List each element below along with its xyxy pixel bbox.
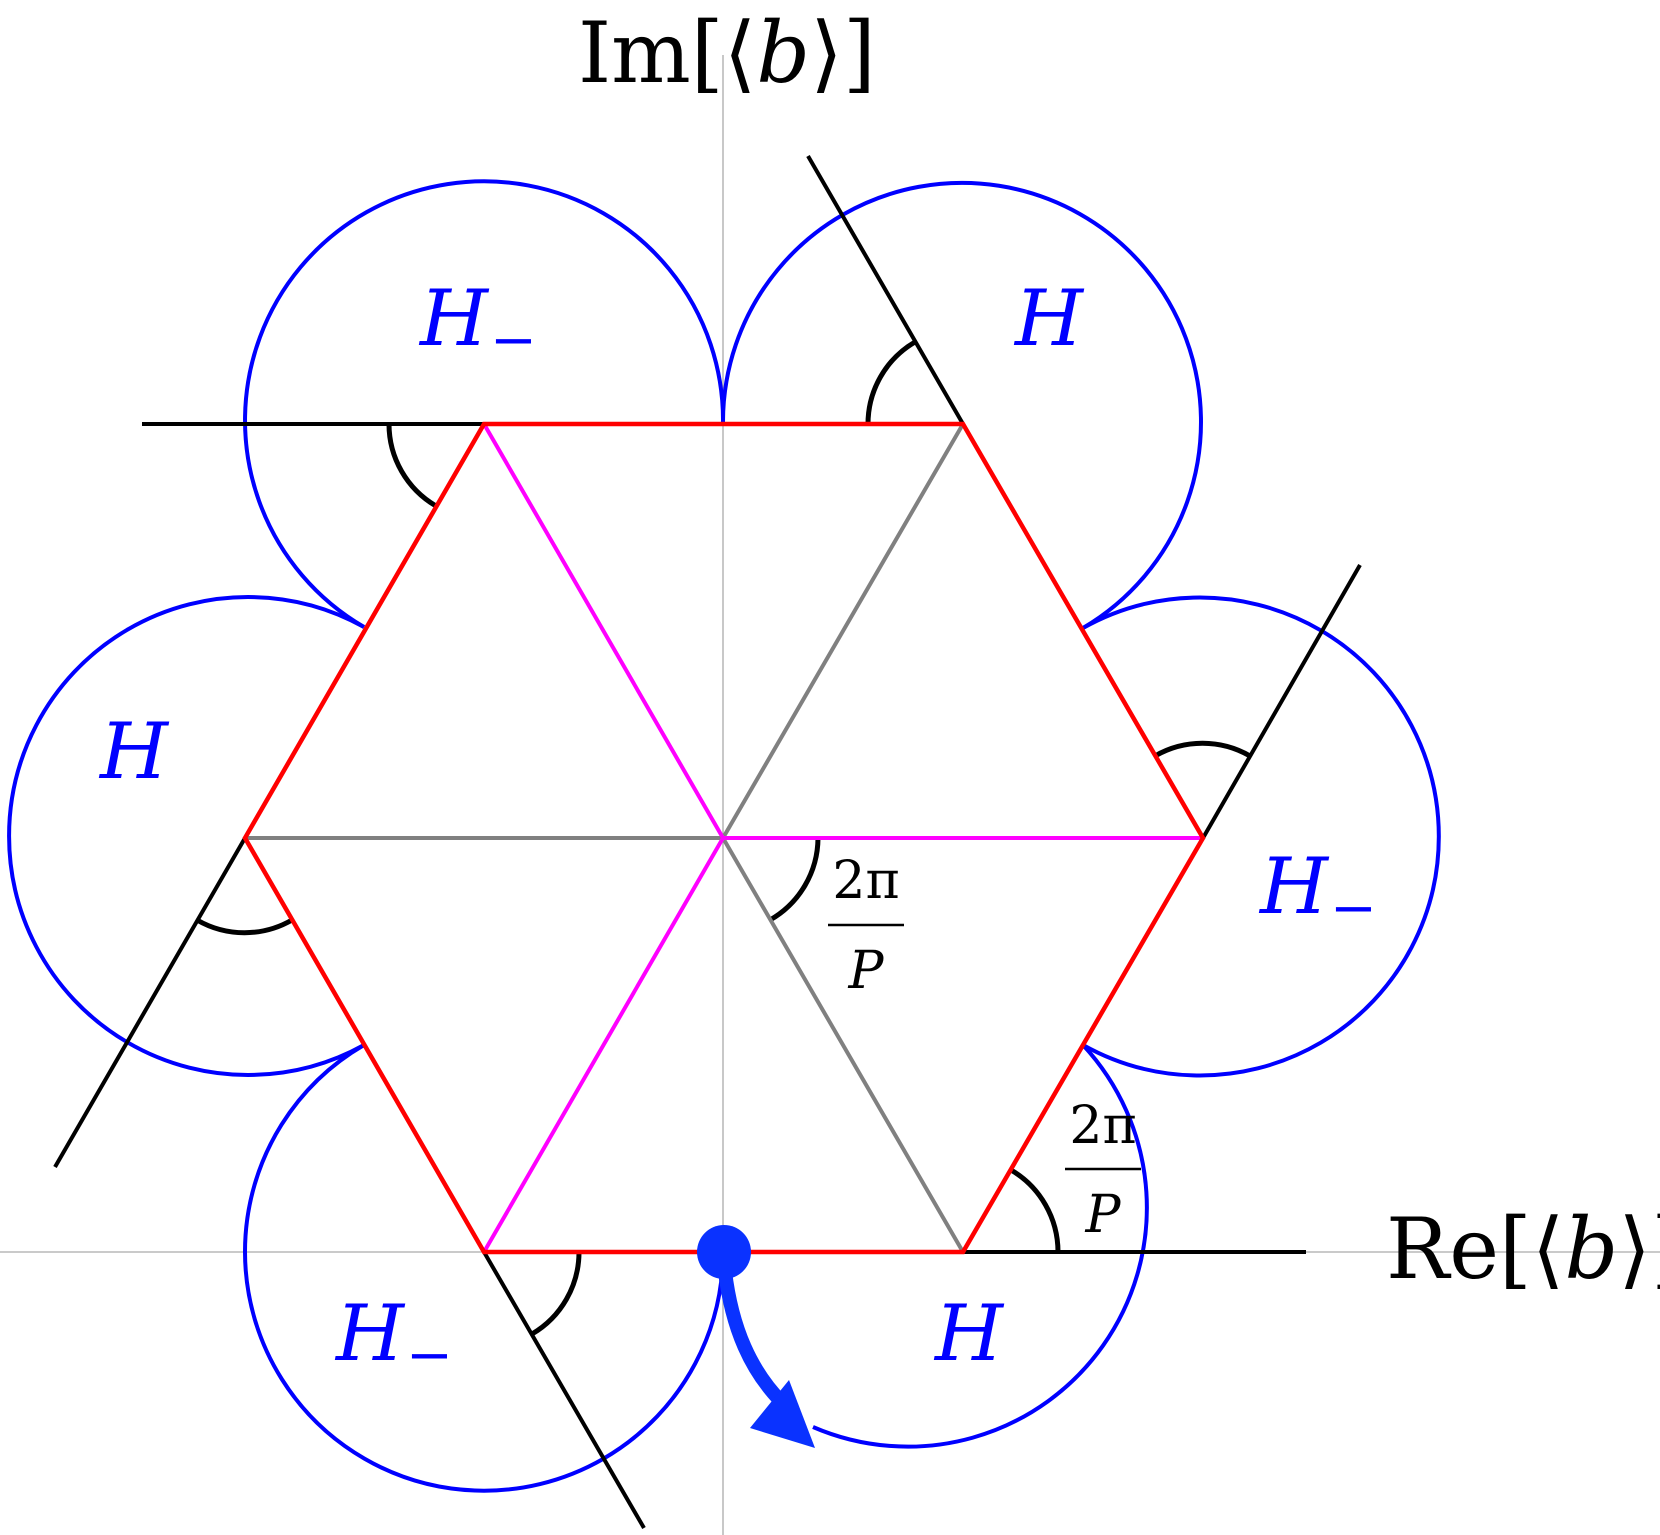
- region-label-group: H− H H H− H− H: [98, 274, 1377, 1388]
- spoke-top-right: [721, 422, 965, 840]
- hexagon: [242, 421, 1206, 1255]
- angle-arc-center: [768, 837, 821, 923]
- spoke-bottom-right: [721, 836, 965, 1254]
- angle-label-bottom-right-denominator: P: [1085, 1185, 1122, 1245]
- tangent-line-bottom-left: [482, 1250, 646, 1530]
- angle-arc-left: [195, 917, 294, 936]
- x-axis-label: Re[⟨b⟩]: [1386, 1200, 1660, 1298]
- angle-label-center: 2π P: [828, 851, 904, 1001]
- y-axis-label: Im[⟨b⟩]: [578, 4, 876, 102]
- circle-group: [7, 179, 1441, 1493]
- flow-arrow-head: [750, 1380, 815, 1448]
- angle-label-center-numerator: 2π: [832, 851, 899, 911]
- angle-arc-top-right: [865, 339, 917, 425]
- tangent-line-right: [1201, 564, 1362, 839]
- region-label-h-left: H: [98, 707, 170, 797]
- tangent-line-left: [53, 836, 247, 1169]
- region-label-h-bottom-right: H: [933, 1289, 1005, 1379]
- angle-arc-top-left: [386, 423, 438, 509]
- region-label-h-minus-right: H−: [1258, 842, 1377, 941]
- inner-spoke-group: [482, 423, 1203, 1253]
- spoke-top-left: [482, 423, 725, 839]
- spoke-group: [245, 422, 965, 1254]
- spoke-bottom-left: [482, 837, 725, 1253]
- angle-arc-right: [1153, 740, 1252, 759]
- circle-bottom-right: [812, 1043, 1149, 1449]
- region-label-h-minus-bottom-left: H−: [334, 1289, 453, 1388]
- circle-right: [1082, 595, 1441, 1078]
- angle-arc-bottom-right: [1009, 1167, 1061, 1253]
- region-label-h-minus-top-left: H−: [418, 274, 537, 373]
- angle-label-bottom-right: 2π P: [1065, 1096, 1141, 1245]
- region-label-h-top-right: H: [1013, 274, 1085, 364]
- angle-arc-group: [195, 339, 1252, 1337]
- angle-label-center-denominator: P: [848, 941, 885, 1001]
- starting-point-marker[interactable]: [697, 1225, 751, 1279]
- tangent-line-top-right: [806, 154, 965, 426]
- circle-top-left: [243, 179, 726, 629]
- circle-bottom-left: [243, 1043, 725, 1493]
- circle-top-right: [720, 180, 1203, 630]
- angle-arc-bottom-left: [530, 1251, 582, 1337]
- circle-left: [7, 595, 365, 1077]
- angle-label-bottom-right-numerator: 2π: [1069, 1096, 1136, 1156]
- tangent-line-group: [53, 154, 1362, 1530]
